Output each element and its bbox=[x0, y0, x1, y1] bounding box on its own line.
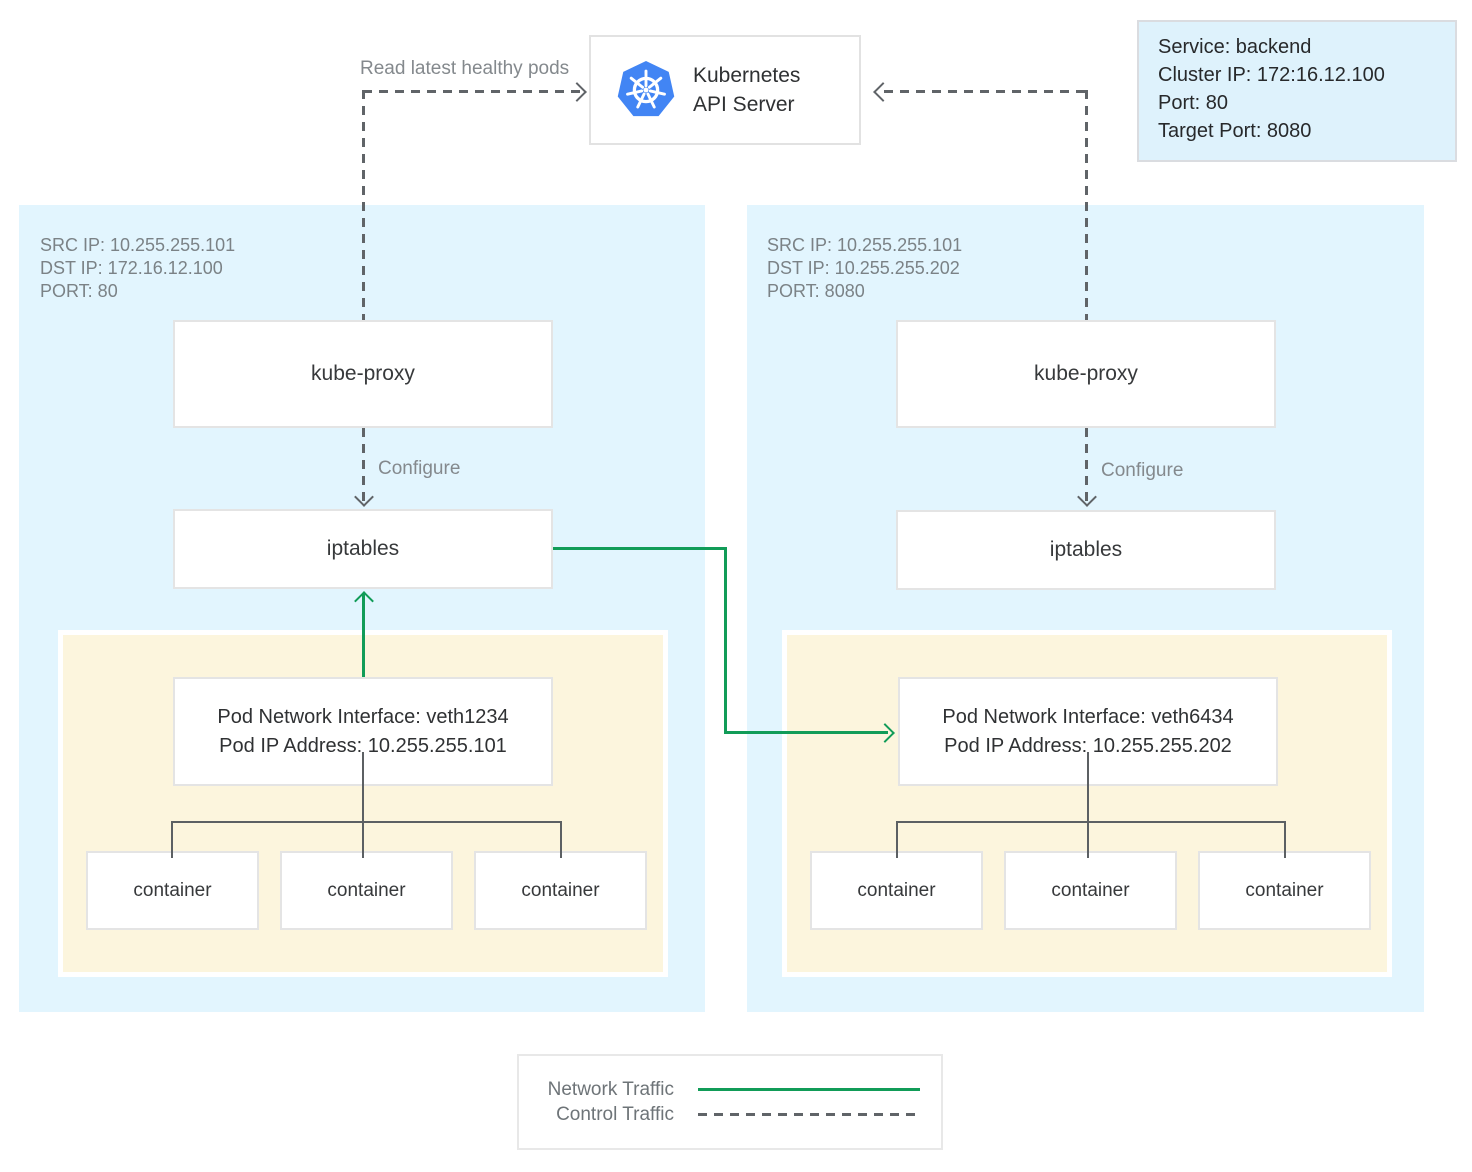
pod-right-stub-1 bbox=[896, 821, 898, 858]
pod-interface-left-box: Pod Network Interface: veth1234 Pod IP A… bbox=[173, 677, 553, 786]
read-latest-healthy-pods-label: Read latest healthy pods bbox=[360, 58, 570, 79]
iptables-left-box: iptables bbox=[173, 509, 553, 589]
container-label: container bbox=[1245, 879, 1324, 901]
network-line-pod-to-iptables bbox=[362, 594, 365, 677]
legend-row-control: Control Traffic bbox=[519, 1104, 941, 1126]
service-port: Port: 80 bbox=[1158, 92, 1229, 114]
pod-left-trunk-line bbox=[362, 752, 364, 858]
pod-interface-right-line1: Pod Network Interface: veth6434 bbox=[942, 705, 1234, 728]
pod-interface-left-line2: Pod IP Address: 10.255.255.101 bbox=[219, 734, 507, 757]
network-traffic-line-sample bbox=[698, 1088, 920, 1091]
dst-ip-right: DST IP: 10.255.255.202 bbox=[767, 258, 960, 278]
service-cluster-ip: Cluster IP: 172:16.12.100 bbox=[1158, 64, 1385, 86]
configure-label-right: Configure bbox=[1101, 460, 1184, 481]
service-name: Service: backend bbox=[1158, 36, 1312, 58]
kube-proxy-right-label: kube-proxy bbox=[1034, 362, 1138, 385]
api-server-label: Kubernetes API Server bbox=[693, 64, 801, 116]
control-traffic-line-sample bbox=[698, 1113, 920, 1116]
iptables-right-box: iptables bbox=[896, 510, 1276, 590]
iptables-left-label: iptables bbox=[326, 537, 400, 560]
container-box: container bbox=[86, 851, 259, 930]
arrowhead-into-api-server-left bbox=[567, 82, 587, 102]
network-traffic-label: Network Traffic bbox=[547, 1078, 674, 1100]
control-line-left-horizontal bbox=[363, 90, 581, 93]
src-ip-left: SRC IP: 10.255.255.101 bbox=[40, 235, 236, 255]
container-label: container bbox=[857, 879, 936, 901]
network-line-between-nodes bbox=[724, 547, 727, 733]
dst-ip-left: DST IP: 172.16.12.100 bbox=[40, 258, 223, 278]
port-right: PORT: 8080 bbox=[767, 281, 865, 301]
node-left-packet-info: SRC IP: 10.255.255.101 DST IP: 172.16.12… bbox=[40, 234, 235, 303]
control-line-right-vertical bbox=[1085, 90, 1088, 320]
arrowhead-into-api-server-right bbox=[873, 82, 893, 102]
container-label: container bbox=[133, 879, 212, 901]
pod-left-stub-1 bbox=[171, 821, 173, 858]
legend-row-network: Network Traffic bbox=[519, 1079, 941, 1101]
container-label: container bbox=[521, 879, 600, 901]
kube-proxy-left-box: kube-proxy bbox=[173, 320, 553, 428]
port-left: PORT: 80 bbox=[40, 281, 118, 301]
pod-left-stub-3 bbox=[560, 821, 562, 858]
pod-right-stub-3 bbox=[1284, 821, 1286, 858]
network-line-iptables-out bbox=[553, 547, 726, 550]
control-line-left-vertical bbox=[362, 90, 365, 320]
legend-box: Network Traffic Control Traffic bbox=[517, 1054, 943, 1150]
service-info-box: Service: backend Cluster IP: 172:16.12.1… bbox=[1137, 20, 1457, 162]
control-line-right-horizontal bbox=[884, 90, 1086, 93]
kubernetes-api-server-box: Kubernetes API Server bbox=[589, 35, 861, 145]
pod-interface-right-box: Pod Network Interface: veth6434 Pod IP A… bbox=[898, 677, 1278, 786]
service-target-port: Target Port: 8080 bbox=[1158, 120, 1312, 142]
pod-interface-left-line1: Pod Network Interface: veth1234 bbox=[217, 705, 509, 728]
container-box: container bbox=[810, 851, 983, 930]
iptables-right-label: iptables bbox=[1049, 538, 1123, 561]
configure-line-right bbox=[1085, 428, 1088, 502]
node-right-packet-info: SRC IP: 10.255.255.101 DST IP: 10.255.25… bbox=[767, 234, 962, 303]
control-traffic-label: Control Traffic bbox=[556, 1103, 674, 1125]
configure-line-left bbox=[362, 428, 365, 502]
container-box: container bbox=[1198, 851, 1371, 930]
container-label: container bbox=[1051, 879, 1130, 901]
container-label: container bbox=[327, 879, 406, 901]
container-box: container bbox=[474, 851, 647, 930]
pod-left-branch-bar bbox=[171, 821, 562, 823]
network-line-into-right-pod bbox=[724, 731, 888, 734]
pod-right-trunk-line bbox=[1087, 752, 1089, 858]
src-ip-right: SRC IP: 10.255.255.101 bbox=[767, 235, 963, 255]
container-box: container bbox=[1004, 851, 1177, 930]
kubernetes-helm-icon bbox=[617, 60, 675, 117]
configure-label-left: Configure bbox=[378, 458, 461, 479]
kube-proxy-left-label: kube-proxy bbox=[311, 362, 415, 385]
kube-proxy-right-box: kube-proxy bbox=[896, 320, 1276, 428]
container-box: container bbox=[280, 851, 453, 930]
pod-right-branch-bar bbox=[896, 821, 1286, 823]
pod-interface-right-line2: Pod IP Address: 10.255.255.202 bbox=[944, 734, 1232, 757]
